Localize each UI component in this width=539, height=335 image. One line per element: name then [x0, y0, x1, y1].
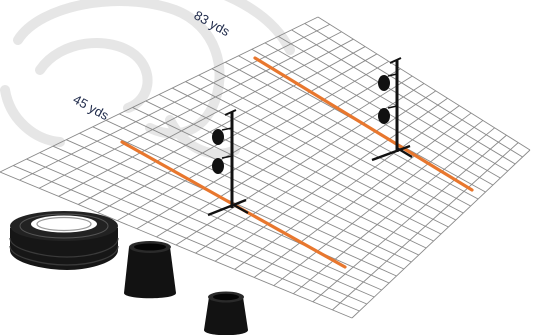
far-yard-line: [253, 56, 474, 192]
target-stand-icon: [207, 109, 249, 217]
range-grid: [0, 16, 531, 319]
skull-watermark-icon: [0, 0, 295, 159]
grid-line: [58, 38, 354, 197]
bucket-icon: [124, 241, 176, 299]
target-stand-icon: [371, 57, 413, 162]
near-distance-label: 45 yds: [71, 92, 112, 124]
grid-line: [293, 127, 495, 295]
grid-line: [253, 112, 472, 278]
grid-line: [214, 97, 448, 262]
tire-icon: [9, 211, 119, 270]
grid-line: [38, 31, 342, 189]
grid-line: [0, 16, 319, 173]
bucket-icon: [204, 291, 248, 335]
grid-line: [234, 105, 460, 270]
grid-line: [19, 23, 330, 181]
grid-line: [273, 120, 484, 286]
grid-line: [78, 46, 366, 205]
grid-line: [312, 134, 507, 303]
grid-line: [136, 68, 401, 230]
grid-line: [117, 60, 389, 222]
grid-line: [156, 75, 413, 238]
grid-line: [97, 53, 378, 213]
grid-line: [332, 142, 519, 311]
grid-line: [351, 149, 531, 319]
